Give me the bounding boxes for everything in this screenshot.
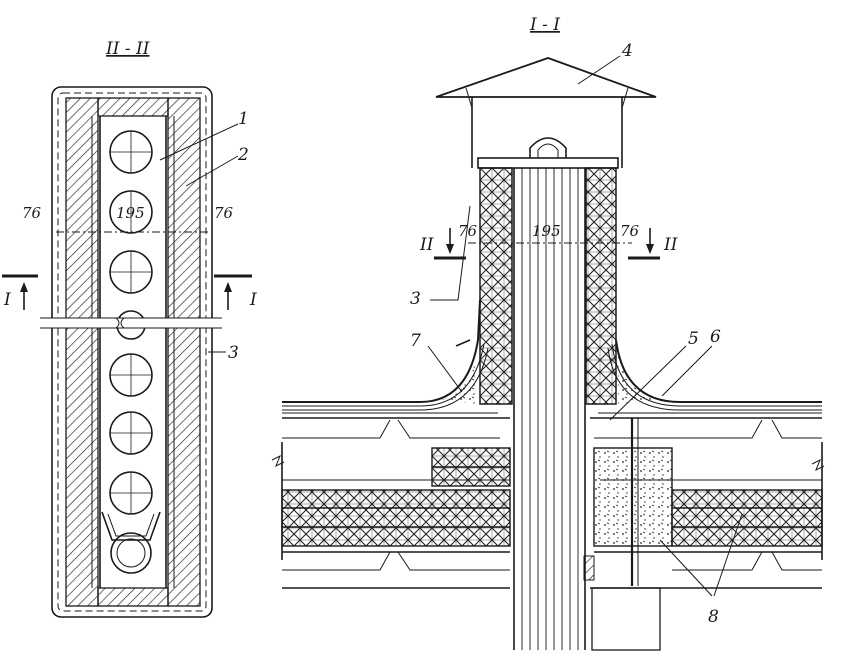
sealant-right (618, 350, 660, 404)
casing-dashed-outline (57, 92, 207, 612)
pipe-circle (109, 130, 153, 174)
callout-7: 7 (410, 331, 421, 351)
pipe-circle (109, 190, 153, 234)
callout-8: 8 (708, 607, 719, 627)
section-II-II-title: II - II (105, 39, 150, 59)
callout-1: 1 (238, 109, 249, 129)
svg-text:I: I (249, 290, 257, 310)
pipe-bracket (101, 511, 161, 541)
callout-4: 4 (621, 41, 633, 61)
shaft-insulation-right (585, 167, 617, 405)
cut-marker-II-left: II (419, 228, 466, 260)
bottom-wall-insulation (97, 587, 169, 607)
callout-3-right: 3 (410, 289, 421, 309)
sealant-left (440, 350, 478, 404)
section-II-II-view: II - II (2, 39, 257, 618)
insulation-layer-left (281, 489, 511, 547)
section-I-I-view: I - I (271, 15, 825, 651)
cut-marker-I-left: I (2, 274, 38, 310)
dim-195-left: 195 (116, 204, 145, 222)
chimney-cap (435, 57, 657, 98)
svg-text:II: II (419, 235, 434, 255)
dim-195-right-view: 195 (532, 222, 561, 240)
callout-6: 6 (710, 327, 721, 347)
bottom-pipe (110, 532, 152, 574)
svg-text:I: I (3, 290, 11, 310)
insulation-layer-right (671, 489, 823, 547)
dim-76-right-view-right: 76 (620, 222, 640, 240)
pipe-circle (109, 353, 153, 397)
right-wall-insulation (167, 97, 201, 607)
cut-marker-II-right: II (628, 228, 678, 260)
svg-text:II: II (663, 235, 678, 255)
dim-76-right: 76 (214, 204, 234, 222)
cut-marker-I-right: I (214, 274, 257, 310)
top-wall-insulation (97, 97, 169, 117)
pipe-circle (109, 411, 153, 455)
pipe-circle (109, 250, 153, 294)
callout-3-left: 3 (228, 343, 239, 363)
shaft-insulation-left (479, 167, 513, 405)
cap-loop (529, 137, 567, 158)
pipe-circle (109, 471, 153, 515)
callout-5: 5 (688, 329, 699, 349)
dim-76-right-view-left: 76 (458, 222, 478, 240)
dim-76-left: 76 (22, 204, 42, 222)
callout-2: 2 (237, 145, 249, 165)
vertical-pipes (513, 168, 586, 650)
left-wall-insulation (65, 97, 99, 607)
section-I-I-title: I - I (529, 15, 560, 35)
